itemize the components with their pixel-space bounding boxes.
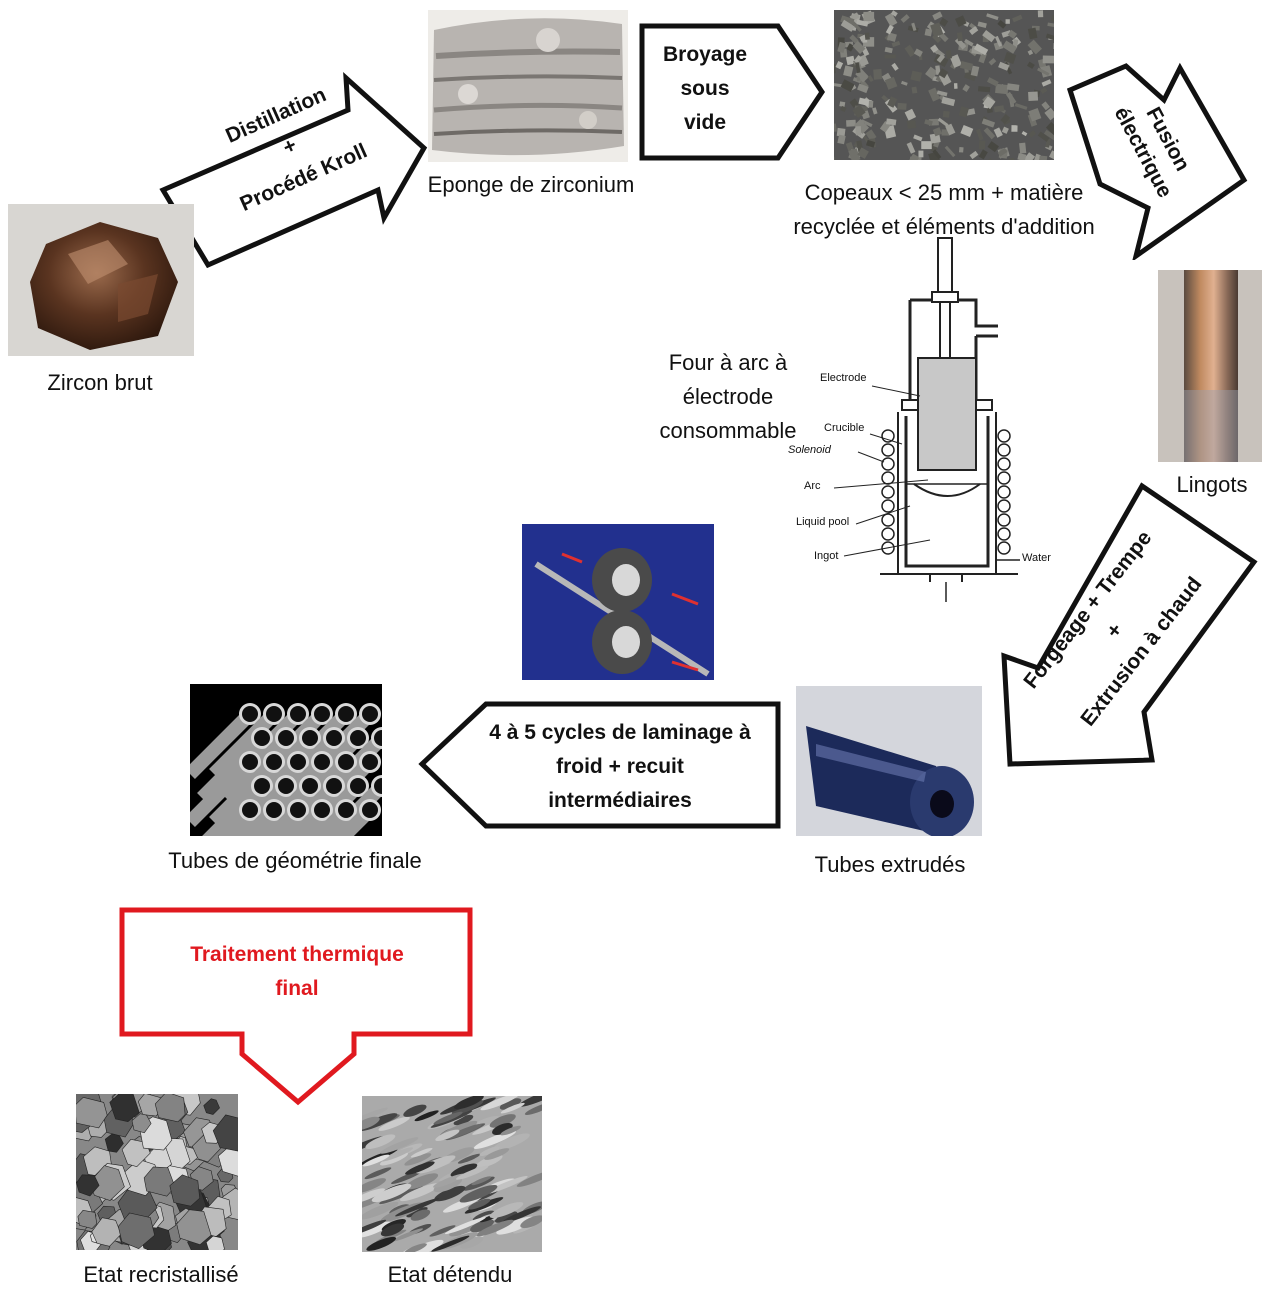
ingot-image (1158, 270, 1262, 462)
label-electrode: Electrode (820, 372, 867, 384)
caption-chips: Copeaux < 25 mm + matière recyclée et él… (793, 180, 1095, 239)
relaxed-micrograph (362, 1096, 542, 1252)
sponge-image (428, 10, 628, 162)
furnace-diagram: Electrode Crucible Solenoid Arc Liquid p… (780, 236, 1080, 606)
label-ingot: Ingot (814, 550, 839, 562)
arrow-distillation-shape (159, 72, 428, 269)
arrow-heat-treatment-text: Traitement thermique final (190, 943, 404, 1000)
extruded-tube-image (796, 686, 982, 836)
caption-ingots: Lingots (1176, 472, 1248, 497)
arrow-heat-treatment (118, 906, 476, 1106)
arrow-distillation (158, 40, 428, 270)
caption-final-tubes: Tubes de géométrie finale (168, 848, 422, 873)
arrow-grinding (638, 22, 828, 162)
chips-image (834, 10, 1054, 160)
caption-extruded: Tubes extrudés (814, 852, 966, 877)
rolling-mill-image (522, 524, 714, 680)
arrow-grinding-text: Broyage sous vide (662, 43, 748, 134)
arrow-melting (1060, 60, 1250, 260)
zircon-image (8, 204, 194, 356)
label-crucible: Crucible (824, 422, 865, 434)
label-arc: Arc (804, 480, 821, 492)
label-solenoid: Solenoid (788, 444, 831, 456)
recrystallized-micrograph (76, 1094, 238, 1250)
arrow-rolling (418, 700, 784, 830)
caption-recrystallized: Etat recristallisé (83, 1262, 239, 1287)
label-water: Water (1022, 552, 1051, 564)
final-tubes-image (190, 684, 382, 836)
caption-sponge: Eponge de zirconium (427, 172, 635, 197)
caption-furnace: Four à arc à électrode consommable (659, 350, 797, 443)
arrow-forging (994, 480, 1260, 770)
arrow-rolling-text: 4 à 5 cycles de laminage à froid + recui… (489, 721, 751, 812)
caption-relaxed: Etat détendu (387, 1262, 513, 1287)
label-liquid-pool: Liquid pool (796, 516, 850, 528)
caption-zircon: Zircon brut (47, 370, 153, 395)
